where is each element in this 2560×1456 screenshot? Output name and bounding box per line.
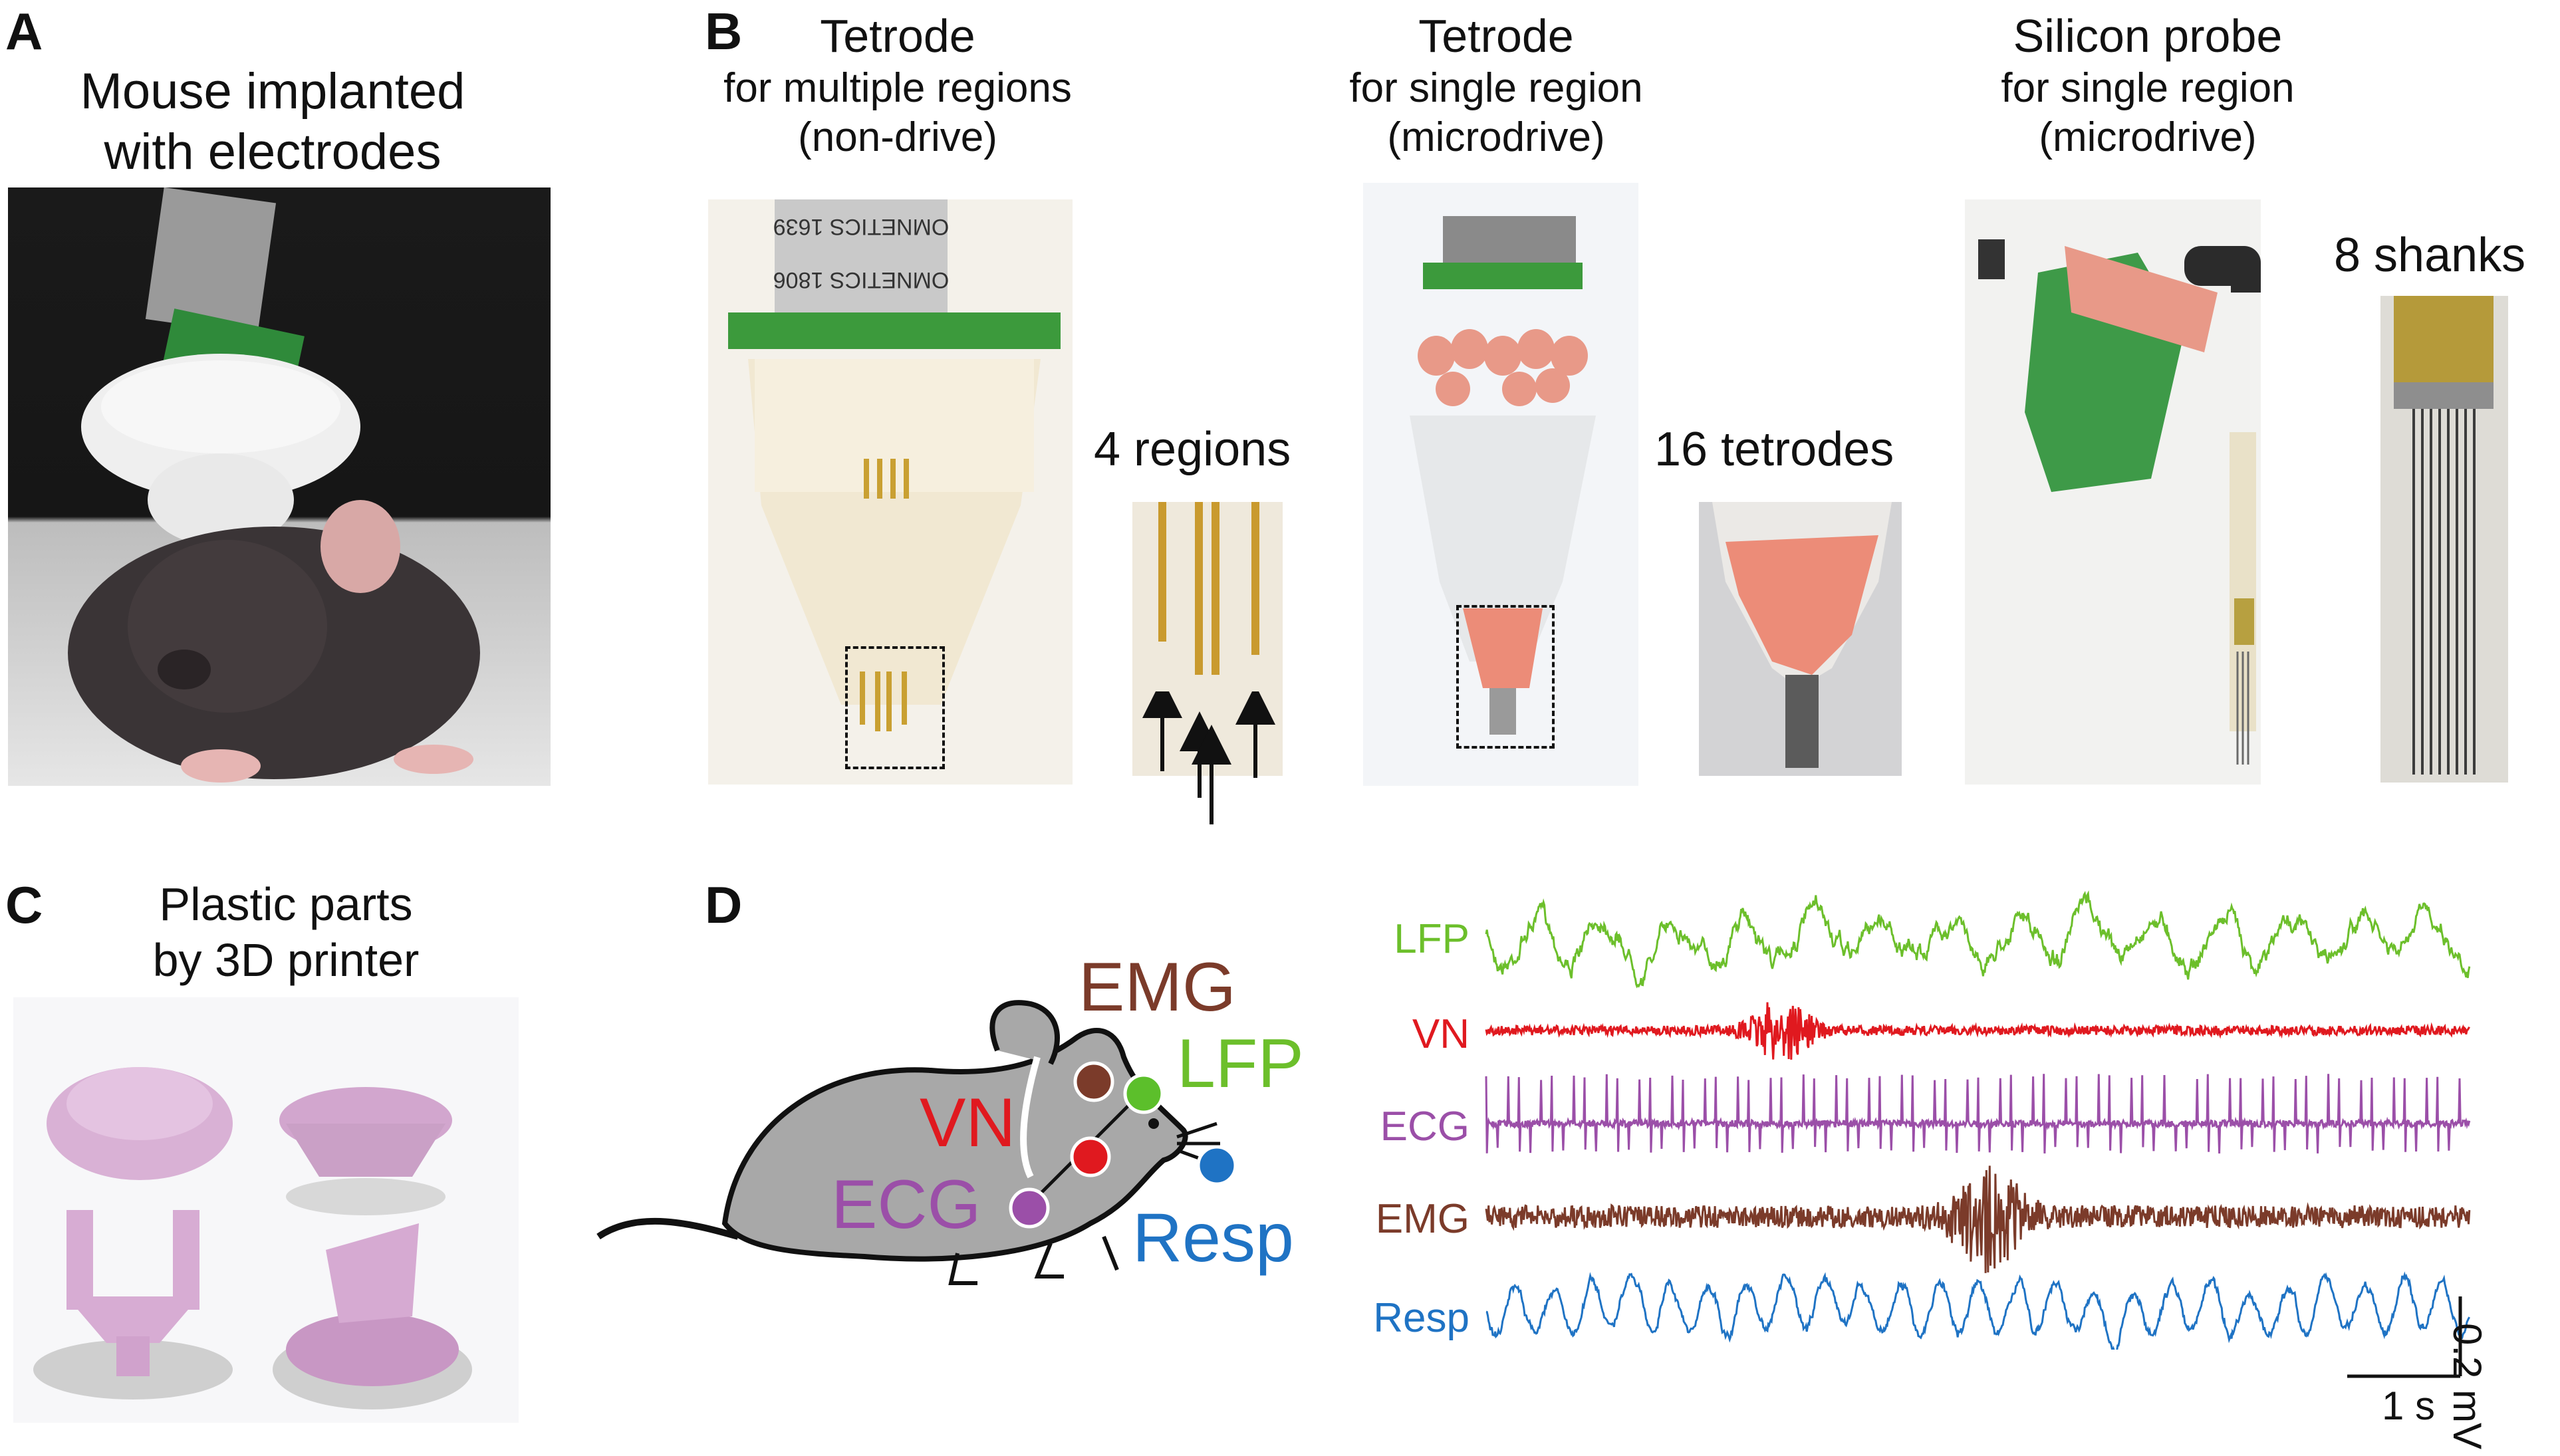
- mouse-label-ecg: ECG: [831, 1166, 981, 1243]
- trace-label-lfp: LFP: [1394, 916, 1470, 962]
- col2-sub2: (microdrive): [1387, 114, 1605, 161]
- panel-b-col1-title: Tetrode for multiple regions (non-drive): [665, 8, 1130, 163]
- 3d-parts-drawing: [13, 997, 519, 1423]
- trace-label-emg: EMG: [1375, 1196, 1470, 1242]
- scale-y-label: 0.2 mV: [2445, 1323, 2490, 1450]
- trace-lfp: [1485, 890, 2471, 989]
- microdrive-drawing: [1363, 183, 1638, 786]
- 3d-printed-parts-image: [13, 997, 519, 1423]
- microdrive-tetrode-photo: [1363, 183, 1638, 786]
- silicon-probe-photo: [1965, 199, 2261, 785]
- panel-b-col3-title: Silicon probe for single region (microdr…: [1915, 8, 2380, 163]
- panel-a-title-line1: Mouse implanted: [80, 63, 465, 120]
- panel-c-title: Plastic parts by 3D printer: [100, 876, 472, 988]
- panel-b-col2-title: Tetrode for single region (microdrive): [1263, 8, 1729, 163]
- dashed-box-col2: [1456, 605, 1555, 749]
- resp-dot: [1196, 1145, 1237, 1186]
- mouse-photo-drawing: [68, 187, 480, 783]
- dashed-box-col1: [845, 646, 945, 769]
- panel-a-title: Mouse implanted with electrodes: [40, 61, 505, 182]
- region-arrows: [1142, 691, 1275, 824]
- ecg-dot: [1009, 1187, 1050, 1229]
- trace-label-vn: VN: [1412, 1011, 1470, 1057]
- col2-title: Tetrode: [1418, 10, 1574, 62]
- panel-d-letter: D: [705, 876, 743, 934]
- panel-b-letter: B: [705, 2, 743, 61]
- panel-a-title-line2: with electrodes: [104, 124, 442, 181]
- trace-resp: [1485, 1271, 2471, 1350]
- inset-label-16-tetrodes: 16 tetrodes: [1654, 423, 1894, 476]
- emg-dot: [1073, 1061, 1114, 1102]
- vn-dot: [1070, 1136, 1111, 1177]
- lfp-dot: [1123, 1073, 1164, 1114]
- col1-sub1: for multiple regions: [723, 65, 1072, 111]
- inset-label-8-shanks: 8 shanks: [2334, 229, 2526, 282]
- mouse-label-resp: Resp: [1132, 1199, 1294, 1276]
- non-drive-drawing: OMNETICS 1639 OMNETICS 1806: [708, 199, 1073, 785]
- signal-traces: [1485, 890, 2471, 1350]
- connector-text-1: OMNETICS 1639: [773, 214, 950, 239]
- panel-c-letter: C: [5, 876, 43, 934]
- mouse-label-lfp: LFP: [1177, 1025, 1304, 1102]
- panel-a-letter: A: [5, 2, 43, 61]
- col3-title: Silicon probe: [2013, 10, 2283, 62]
- mouse-cartoon: [596, 1000, 1237, 1285]
- connector-text-2: OMNETICS 1806: [773, 267, 950, 293]
- panel-c-title-line1: Plastic parts: [159, 878, 413, 930]
- trace-label-ecg: ECG: [1380, 1104, 1470, 1150]
- trace-emg: [1485, 1165, 2471, 1273]
- sixteen-tetrodes-inset-drawing: [1699, 502, 1902, 776]
- inset-label-4-regions: 4 regions: [1094, 423, 1291, 476]
- trace-ecg: [1485, 1074, 2471, 1153]
- non-drive-tetrode-photo: OMNETICS 1639 OMNETICS 1806: [708, 199, 1073, 785]
- trace-label-resp: Resp: [1373, 1295, 1470, 1341]
- mouse-label-emg: EMG: [1079, 949, 1236, 1026]
- eight-shanks-inset-drawing: [2380, 296, 2508, 783]
- silicon-probe-drawing: [1965, 199, 2261, 785]
- sixteen-tetrodes-inset-photo: [1699, 502, 1902, 776]
- scale-bar: [2347, 1296, 2462, 1378]
- col2-sub1: for single region: [1349, 65, 1643, 111]
- mouse-photo: [8, 187, 551, 786]
- col3-sub2: (microdrive): [2039, 114, 2257, 161]
- col1-sub2: (non-drive): [798, 114, 997, 161]
- trace-vn: [1485, 1002, 2471, 1060]
- col3-sub1: for single region: [2001, 65, 2295, 111]
- panel-c-title-line2: by 3D printer: [152, 934, 420, 986]
- eight-shanks-inset-photo: [2380, 296, 2508, 783]
- scale-x-label: 1 s: [2382, 1384, 2436, 1428]
- mouse-label-vn: VN: [920, 1084, 1016, 1161]
- col1-title: Tetrode: [820, 10, 975, 62]
